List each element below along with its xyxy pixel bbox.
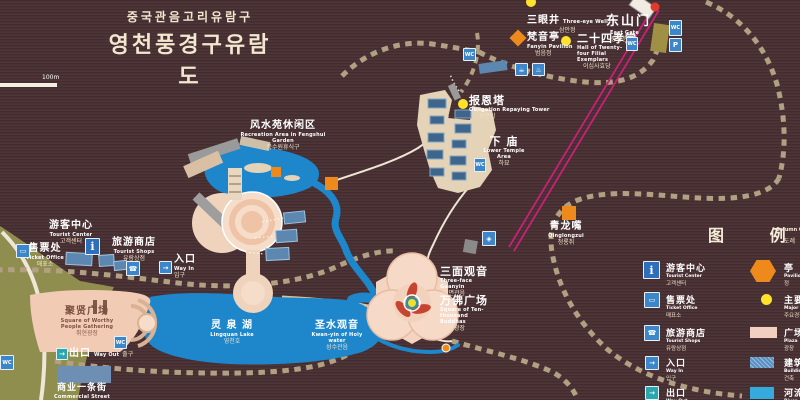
ticket-icon: ▭ — [16, 244, 30, 258]
way-out-icon: → — [645, 386, 659, 400]
label-three-face-guanyin: 三面观音 Three-face Guanyin 삼면관음 — [440, 265, 488, 298]
fountain-icon: ♨ — [532, 63, 545, 76]
legend-title: 图 例 — [708, 226, 800, 245]
legend-row-pavilion: 亭Pavilion정 — [784, 264, 800, 287]
guanyin-flower-plaza — [366, 252, 459, 344]
label-lower-temple: 下 庙 Lower Temple Area 하묘 — [483, 135, 525, 168]
legend-title-en: Column Of Illustration — [776, 227, 800, 233]
legend-row-river: 河流River하류 — [784, 389, 800, 400]
scale-bar: 100m — [0, 74, 59, 87]
major-spot-swatch — [761, 294, 772, 305]
label-ten-thousand-buddhas: 万佛广场 Square of Ten-thousand Buddhas 만불광장 — [440, 294, 488, 333]
water — [143, 145, 460, 365]
pavilion-swatch — [750, 260, 776, 282]
stream — [308, 178, 382, 307]
label-juxian-square: 聚贤广场 Square of Worthy People Gathering 취… — [60, 306, 114, 337]
label-ticket-office: 售票处 Ticket Office 매표소 — [25, 243, 65, 268]
way-out-icon: → — [56, 348, 68, 360]
label-pagoda: 报恩塔 Obligation Repaying Tower 보은탑 — [469, 94, 550, 121]
label-qinglongzui: 青龙嘴 Qinglongzui 청룡취 — [548, 221, 584, 246]
label-tourist-shops: 旅游商店 Tourist Shops 유람상점 — [112, 237, 156, 262]
label-way-in: 入口 Way In 입구 — [174, 254, 196, 279]
markers — [271, 0, 660, 353]
legend-title-kr: 도례 — [784, 238, 796, 245]
label-fanyin-pavilion: 梵音亭 Fanyin Pavilion 범음정 — [527, 32, 573, 57]
scale-label: 100m — [42, 74, 60, 81]
east-gate-buildings — [650, 23, 670, 53]
map-title: 중국관음고리유람구 영천풍경구유람도 — [100, 8, 280, 91]
lingquan-lake-water — [143, 293, 383, 365]
shop-icon: ☎ — [126, 261, 140, 276]
shop-icon: ☎ — [644, 325, 660, 341]
toilet-icon: WC — [0, 355, 14, 370]
parking-icon: P — [669, 38, 682, 52]
building-swatch — [750, 357, 774, 368]
toilet-icon: WC — [463, 48, 476, 61]
label-lingquan-lake: 灵 泉 湖 Lingquan Lake 영천호 — [210, 320, 254, 345]
toilet-icon: WC — [114, 336, 127, 349]
label-commercial-street: 商业一条街 Commercial Street — [54, 383, 110, 400]
label-hall-24: 二十四孝堂 Hall of Twenty-four Filial Exempla… — [577, 32, 637, 71]
label-holy-water-guanyin: 圣水观音 Kwan-yin of Holy water 성수관음 — [311, 320, 363, 351]
river-swatch — [750, 387, 774, 399]
info-icon: i — [643, 261, 660, 279]
cable-car-icon: ◈ — [482, 231, 496, 246]
toilet-icon: WC — [474, 158, 486, 172]
commercial-building — [57, 366, 111, 383]
ticket-icon: ▭ — [644, 292, 660, 308]
toilet-icon: WC — [626, 37, 638, 51]
entrance-plaza — [183, 135, 283, 313]
label-tourist-center: 游客中心 Tourist Center 고객센터 — [49, 220, 93, 245]
way-in-icon: → — [159, 261, 172, 274]
plaza-swatch — [750, 327, 777, 338]
map-title-line2: 영천풍경구유람도 — [108, 33, 272, 90]
streamside-buildings — [244, 210, 307, 262]
map-title-line1: 중국관음고리유람구 — [126, 10, 254, 24]
toilet-icon: WC — [669, 20, 682, 36]
label-east-gate: 东山门 East Gate 동산문 — [606, 14, 652, 43]
legend-row-building: 建筑Building건축 — [784, 359, 800, 382]
tourist-center-buildings — [65, 251, 129, 272]
label-fengshui-garden: 风水苑休闲区 Recreation Area in Fengshui Garde… — [240, 120, 326, 151]
legend-row-major-spot: 主要景点Major Scenic Spot주요경점 — [784, 296, 800, 319]
way-in-icon: → — [645, 356, 659, 370]
viewpoint-icon: ☕ — [515, 63, 528, 76]
scale-bar-line — [0, 83, 57, 87]
info-icon: i — [85, 238, 100, 255]
